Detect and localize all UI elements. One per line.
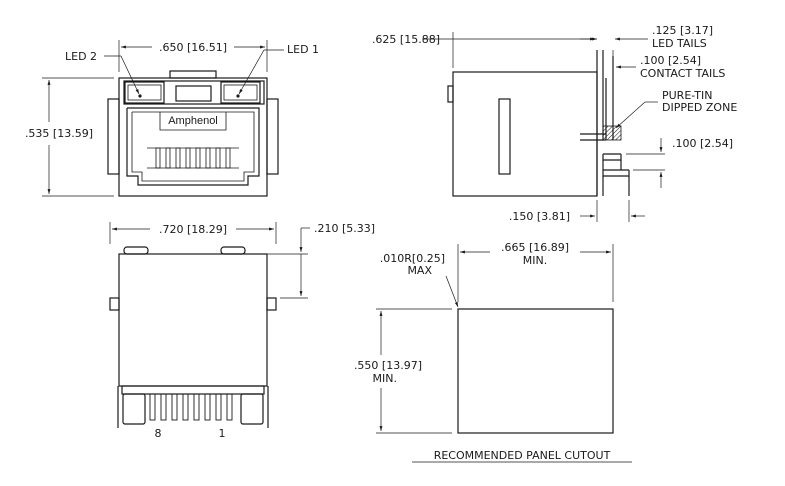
rj45-contact: [175, 147, 181, 169]
bottom-contact-pins: [149, 393, 233, 421]
bottom-view-body: [109, 246, 277, 395]
led-left-label: LED 2: [65, 50, 97, 63]
rj45-port: [126, 107, 260, 186]
panel-cutout: .010R[0.25] MAX .665 [16.89] MIN. .550 […: [354, 241, 632, 463]
bottom-contact-pin: [193, 393, 200, 421]
bottom-contact-pin: [149, 393, 156, 421]
latch-window: [175, 85, 212, 102]
cutout-radius-qualifier: MAX: [407, 264, 432, 277]
led-window-left: [124, 81, 165, 104]
front-view: Amphenol .650 [16.51] .535 [13.59] LED 2…: [25, 40, 319, 197]
led-right-label: LED 1: [287, 43, 319, 56]
bottom-contact-pin: [226, 393, 233, 421]
rj45-contact: [205, 147, 211, 169]
bottom-width-label: .720 [18.29]: [159, 223, 227, 236]
bottom-contact-pin: [171, 393, 178, 421]
tab-dimension-label: .210 [5.33]: [314, 222, 375, 235]
side-view-body: [447, 71, 598, 197]
rj45-contact: [225, 147, 231, 169]
pitch-label: .100 [2.54]: [672, 137, 733, 150]
front-width-dimension: .650 [16.51]: [118, 40, 268, 72]
rj45-contact: [185, 147, 191, 169]
contact-tails-value: .100 [2.54]: [640, 54, 701, 67]
side-view: .625 [15.88] .125 [3.17] LED TAILS .100 …: [372, 24, 737, 223]
rj45-contact: [155, 147, 161, 169]
pin-label-right: 1: [219, 427, 226, 440]
front-height-label: .535 [13.59]: [25, 127, 93, 140]
bottom-pins: [117, 386, 269, 428]
pure-tin-dipped-zone: [602, 125, 622, 141]
bottom-contact-pin: [204, 393, 211, 421]
panel-cutout-caption: RECOMMENDED PANEL CUTOUT: [434, 449, 611, 462]
contact-tail-pins: [602, 153, 630, 196]
led-tails-dimension: .125 [3.17] LED TAILS: [580, 24, 713, 50]
bottom-contact-pin: [215, 393, 222, 421]
panel-cutout-outline: [457, 308, 614, 434]
pin-label-left: 8: [155, 427, 162, 440]
cutout-width-qualifier: MIN.: [523, 254, 547, 267]
front-height-dimension: .535 [13.59]: [25, 77, 114, 197]
cutout-height-qualifier: MIN.: [373, 372, 397, 385]
cutout-radius-value: .010R[0.25]: [380, 252, 445, 265]
pitch-dimension: .100 [2.54]: [626, 137, 733, 188]
brand-label: Amphenol: [168, 115, 218, 127]
front-view-body: [107, 70, 279, 197]
contact-tails-label: CONTACT TAILS: [640, 67, 725, 80]
bottom-view: 8 1 .720 [18.29] .210 [5.33]: [109, 222, 375, 440]
contact-tails-dimension: .100 [2.54] CONTACT TAILS: [612, 50, 725, 80]
bottom-contact-pin: [182, 393, 189, 421]
pure-tin-callout: PURE-TIN DIPPED ZONE: [615, 89, 737, 129]
led-right-callout: LED 1: [238, 43, 319, 95]
bottom-width-dimension: .720 [18.29]: [109, 222, 277, 244]
rj45-contact: [195, 147, 201, 169]
side-depth-label: .625 [15.88]: [372, 33, 440, 46]
cutout-height-value: .550 [13.97]: [354, 359, 422, 372]
offset-dimension: .150 [3.81]: [509, 200, 645, 223]
rj45-contact: [165, 147, 171, 169]
tab-dimension: .210 [5.33]: [250, 222, 375, 299]
cutout-width-dimension: .665 [16.89] MIN.: [457, 241, 614, 302]
rj45-contact: [215, 147, 221, 169]
rj45-contacts: [155, 147, 231, 169]
offset-label: .150 [3.81]: [509, 210, 570, 223]
front-width-label: .650 [16.51]: [159, 41, 227, 54]
cutout-width-value: .665 [16.89]: [501, 241, 569, 254]
led-tail-pins: [580, 50, 622, 196]
cutout-height-dimension: .550 [13.97] MIN.: [354, 308, 452, 434]
side-depth-dimension: .625 [15.88]: [372, 32, 597, 68]
pure-tin-label-1: PURE-TIN: [662, 89, 712, 102]
bottom-contact-pin: [160, 393, 167, 421]
led-tails-value: .125 [3.17]: [652, 24, 713, 37]
led-tails-label: LED TAILS: [652, 37, 707, 50]
cutout-radius-callout: .010R[0.25] MAX: [380, 252, 459, 308]
pure-tin-label-2: DIPPED ZONE: [662, 101, 737, 114]
led-window-right: [220, 81, 261, 104]
led-left-callout: LED 2: [65, 50, 140, 95]
